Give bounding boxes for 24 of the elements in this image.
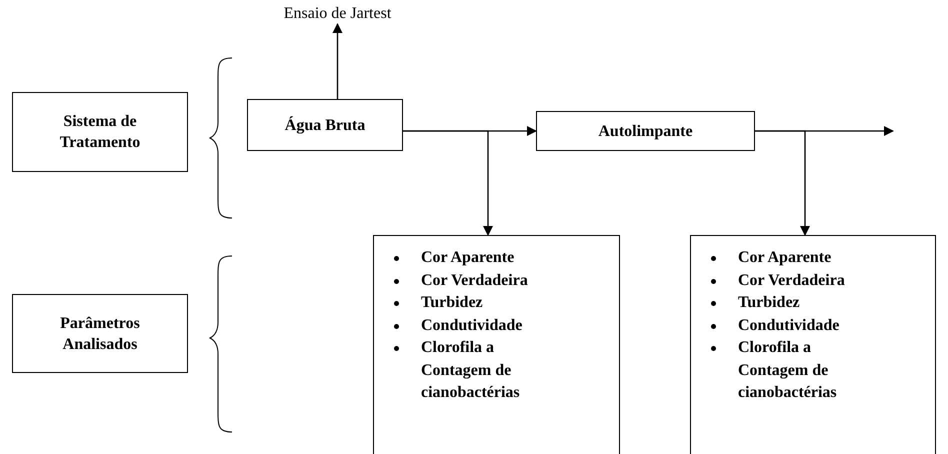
box-label: Água Bruta [284, 115, 366, 136]
list-item: Cor Verdadeira [738, 270, 846, 290]
process-box [247, 99, 403, 151]
list-item: Cor Aparente [738, 248, 832, 268]
box-label: Parâmetros Analisados [59, 314, 141, 354]
parameter-list-box [373, 235, 620, 454]
box-label: Sistema de Tratamento [58, 112, 142, 153]
process-box [536, 111, 755, 151]
list-item: Cor Verdadeira [421, 270, 529, 290]
parameter-list-box [690, 235, 936, 454]
list-item: Cor Aparente [421, 248, 516, 268]
list-item: Turbidez [421, 293, 484, 313]
list-item: Condutividade [421, 316, 524, 336]
process-box [12, 92, 188, 172]
list-item: Turbidez [738, 293, 801, 313]
list-item: Condutividade [738, 316, 840, 336]
list-item: Clorofila a Contagem de cianobactérias [738, 338, 838, 403]
node-label: Ensaio de Jartest [284, 4, 392, 24]
arrow [332, 23, 342, 99]
list-item: Clorofila a Contagem de cianobactérias [421, 338, 521, 403]
arrow [403, 130, 493, 236]
arrow [755, 130, 810, 236]
process-box [12, 294, 188, 373]
box-label: Autolimpante [598, 122, 693, 142]
